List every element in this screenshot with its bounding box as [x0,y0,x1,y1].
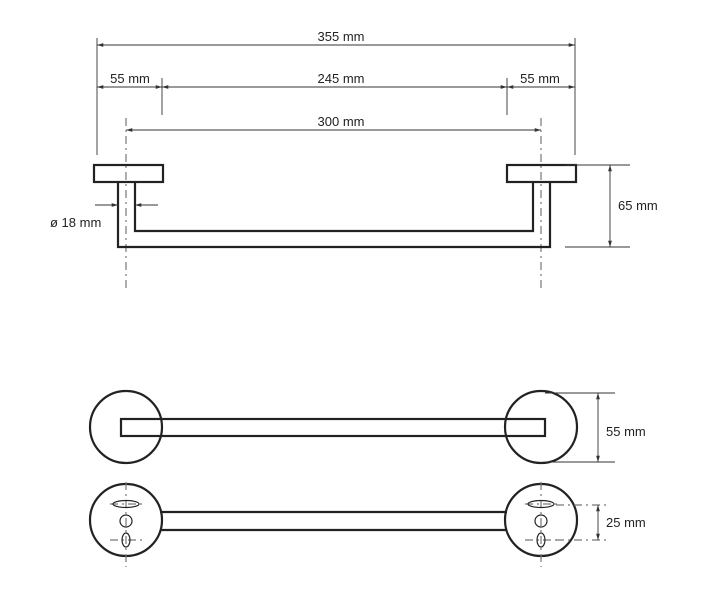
bar-front [119,417,547,438]
left-mounting-plate [88,482,164,567]
back-view: 25 mm [88,482,646,567]
center-distance-label: 300 mm [318,114,365,129]
projection-label: 65 mm [618,198,658,213]
rosette-diameter-label: 55 mm [606,424,646,439]
overall-length-label: 355 mm [318,29,365,44]
right-mounting-plate [503,482,579,567]
left-rosette-front [88,389,164,465]
screw-slot-icon [527,499,555,509]
screw-hole-icon [536,532,546,548]
bar-span-label: 245 mm [318,71,365,86]
front-view: 55 mm [88,389,646,465]
screw-hole-icon [534,514,548,528]
tube-diameter-label: ø 18 mm [50,215,101,230]
screw-hole-icon [121,532,131,548]
screw-hole-icon [119,514,133,528]
right-rosette-label: 55 mm [520,71,560,86]
bar-tube [116,182,552,249]
right-rosette [505,163,578,184]
left-rosette [92,163,165,184]
left-rosette-label: 55 mm [110,71,150,86]
hole-spacing-label: 25 mm [606,515,646,530]
bar-back [160,510,507,532]
screw-slot-icon [112,499,140,509]
right-rosette-front [503,389,579,465]
top-view: 355 mm 55 mm 245 mm 55 mm 300 mm ø 18 mm… [50,29,658,292]
